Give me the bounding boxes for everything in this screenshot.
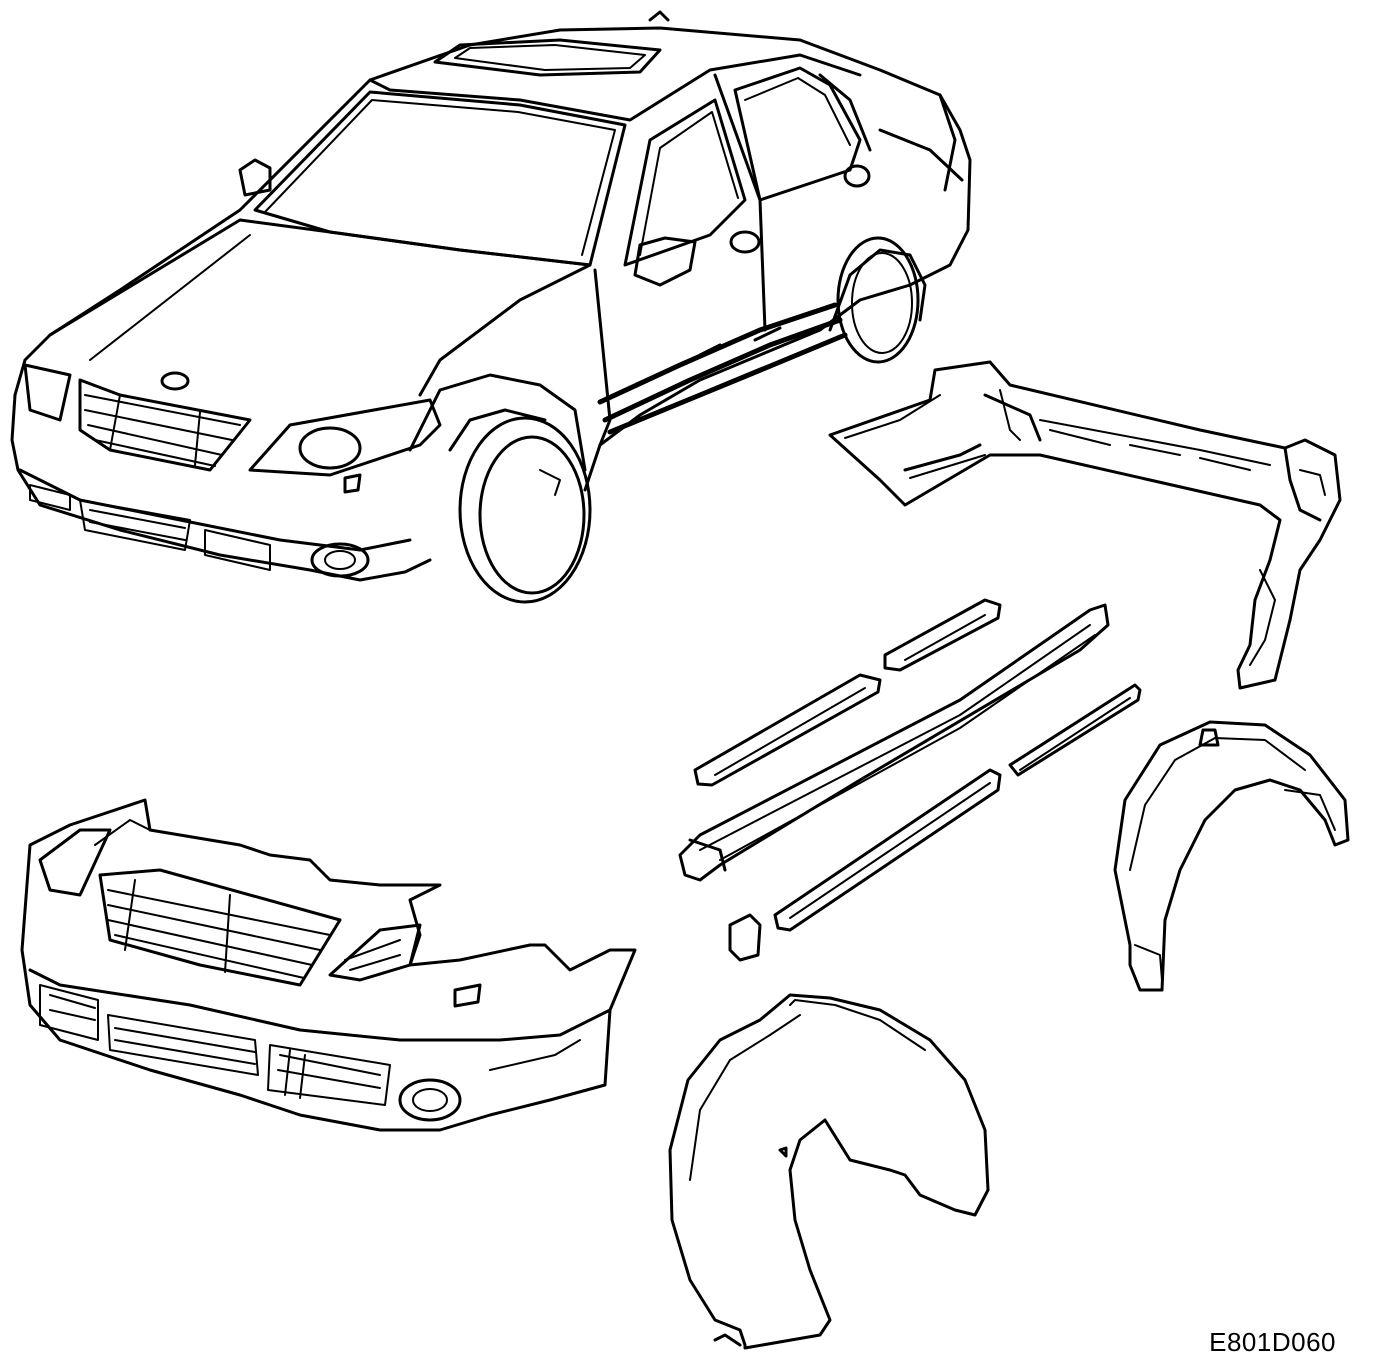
car-assembled (10, 10, 972, 604)
rear-bumper (828, 360, 1342, 690)
front-bumper (20, 798, 637, 1132)
figure-code: E801D060 (1209, 1327, 1336, 1357)
sill-moldings (678, 598, 1142, 962)
front-wheelhouse-liner (668, 993, 990, 1350)
rear-wheelhouse-liner (1113, 720, 1350, 992)
